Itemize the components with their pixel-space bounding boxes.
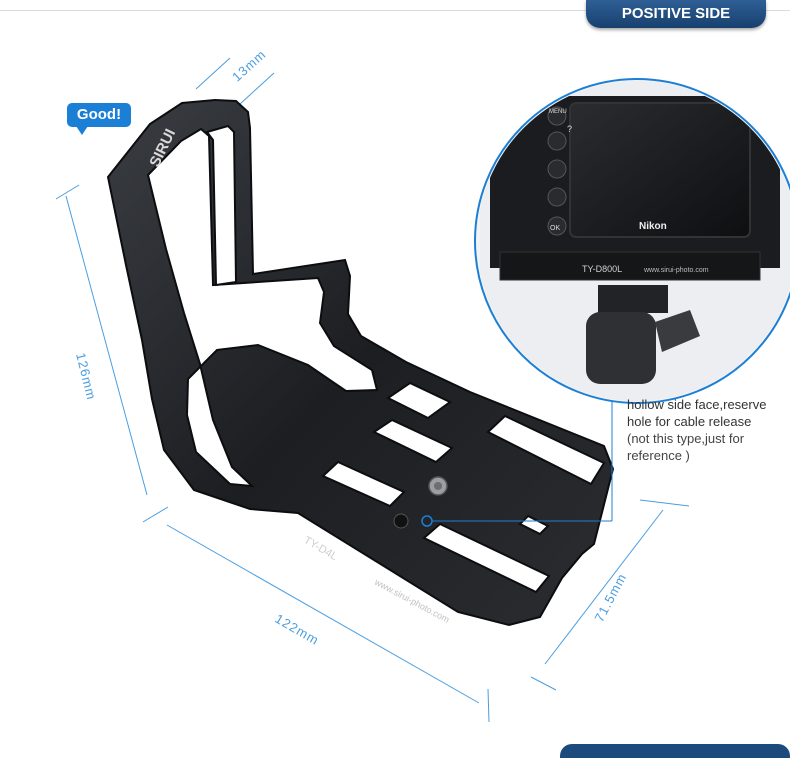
l-bracket: SIRUI TY-D4L www.sirui-photo.com	[106, 98, 615, 627]
plate-thread-hole	[393, 513, 409, 529]
camera-inset: Nikon MENU ? OK TY-D800L www.sirui-photo…	[474, 78, 790, 404]
good-badge: Good!	[67, 103, 131, 127]
ok-label: OK	[550, 225, 560, 232]
note-main: hollow side face,reserve hole for cable …	[627, 397, 767, 429]
dim-depth-tick-bottom	[530, 676, 557, 691]
plate-slot-3	[371, 418, 454, 464]
dim-width-line	[166, 524, 480, 704]
note-sub: (not this type,just for reference )	[627, 431, 745, 463]
plate-model: TY-D800L	[582, 264, 622, 274]
dim-height-tick-top	[55, 184, 80, 200]
dim-depth-line	[544, 509, 664, 665]
bracket-top-window	[205, 124, 238, 287]
help-label: ?	[567, 124, 572, 134]
tripod-clamp	[598, 285, 668, 313]
plate-slot-1	[386, 381, 452, 420]
positive-side-tab[interactable]: POSITIVE SIDE	[586, 0, 766, 28]
dim-top-tick-a	[195, 57, 231, 90]
dim-width-tick-right	[487, 688, 490, 723]
dim-top-tick-b	[239, 72, 275, 105]
bracket-plate	[499, 251, 761, 281]
tripod-knob	[586, 312, 656, 384]
menu-button	[547, 106, 567, 126]
dim-height-line	[65, 195, 148, 496]
camera-strap	[655, 310, 700, 352]
key-button	[547, 131, 567, 151]
cable-release-note: hollow side face,reserve hole for cable …	[627, 396, 787, 464]
camera-screen	[569, 102, 751, 238]
dim-depth-tick-top	[639, 499, 690, 507]
bracket-model: TY-D4L	[302, 534, 340, 563]
menu-label: MENU	[549, 109, 567, 115]
dimension-lines	[55, 57, 690, 723]
top-divider	[0, 10, 790, 11]
camera-brand: Nikon	[639, 221, 667, 232]
tripod-screw-center	[434, 482, 442, 490]
ok-button	[547, 216, 567, 236]
plate-slot-2	[486, 414, 606, 486]
plate-slot-5	[422, 522, 551, 594]
plate-website: www.sirui-photo.com	[643, 267, 709, 274]
good-badge-tail	[76, 126, 88, 135]
zoom-button	[547, 187, 567, 207]
plate-slot-4	[321, 460, 406, 508]
dim-height-tick-bottom	[142, 506, 169, 523]
qual-button	[547, 159, 567, 179]
